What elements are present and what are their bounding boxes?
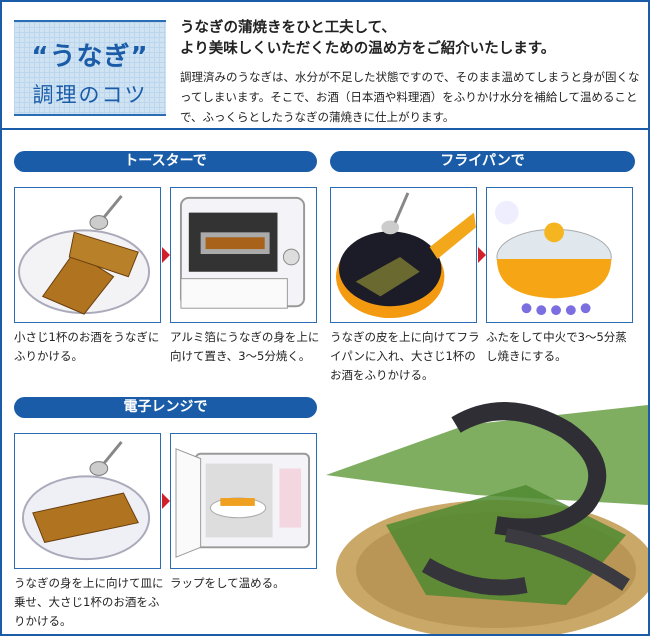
eel-photo	[326, 385, 650, 638]
section-title-frying-pan: フライパンで	[330, 151, 635, 172]
arrow-icon	[478, 247, 486, 263]
lead-line-2: より美味しくいただくための温め方をご紹介いたします。	[180, 41, 556, 57]
arrow-icon	[162, 493, 170, 509]
arrow-icon	[162, 247, 170, 263]
step-caption: うなぎの皮を上に向けてフライパンに入れ、大さじ1杯のお酒をふりかける。	[330, 330, 480, 382]
step-image-microwave-1	[14, 433, 161, 569]
section-title-microwave: 電子レンジで	[14, 397, 317, 418]
step-image-pan-1	[330, 187, 477, 323]
step-image-toaster-1	[14, 187, 161, 323]
step-caption: うなぎの身を上に向けて皿に乗せ、大さじ1杯のお酒をふりかける。	[14, 576, 164, 628]
lead-line-1: うなぎの蒲焼きをひと工夫して、	[180, 20, 396, 36]
step-image-pan-2	[486, 187, 633, 323]
logo-subtitle: 調理のコツ	[32, 83, 148, 107]
section-title-toaster: トースターで	[14, 151, 317, 172]
logo-title: “うなぎ”	[31, 42, 149, 72]
step-caption: ふたをして中火で3〜5分蒸し焼きにする。	[486, 330, 627, 363]
title-logo: “うなぎ” 調理のコツ	[14, 20, 166, 116]
step-caption: 小さじ1杯のお酒をうなぎにふりかける。	[14, 330, 160, 363]
lead-text: うなぎの蒲焼きをひと工夫して、 より美味しくいただくための温め方をご紹介いたしま…	[180, 18, 555, 60]
step-image-microwave-2	[170, 433, 317, 569]
step-caption: ラップをして温める。	[170, 576, 285, 590]
step-image-toaster-2	[170, 187, 317, 323]
step-caption: アルミ箔にうなぎの身を上に向けて置き、3〜5分焼く。	[170, 330, 320, 363]
header-divider	[0, 128, 650, 130]
intro-paragraph: 調理済みのうなぎは、水分が不足した状態ですので、そのまま温めてしまうと身が固くな…	[180, 70, 640, 124]
